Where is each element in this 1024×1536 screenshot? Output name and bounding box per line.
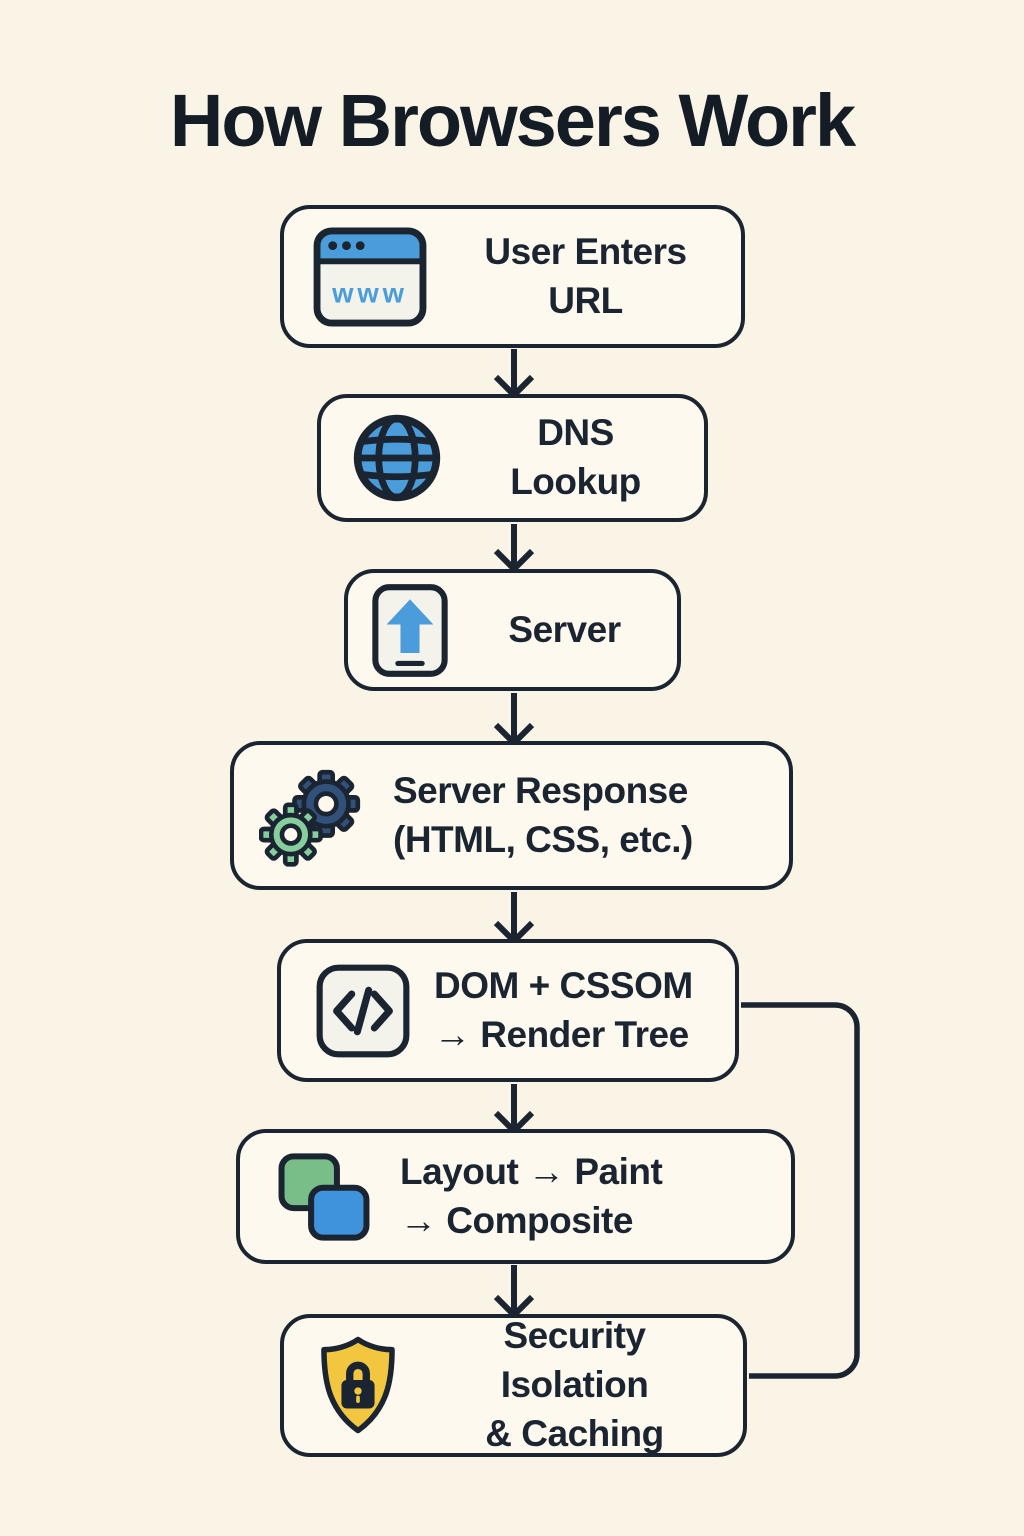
gears-icon [259, 762, 371, 869]
page-title: How Browsers Work [169, 79, 856, 162]
flow-arrow [493, 524, 535, 574]
flow-arrow [493, 1265, 535, 1320]
layers-icon [274, 1149, 374, 1245]
step-box-dom-cssom-render-tree: DOM + CSSOM → Render Tree [277, 939, 739, 1082]
step-label: Server Response (HTML, CSS, etc.) [393, 769, 693, 860]
step-box-user-enters-url: www User Enters URL [280, 205, 745, 348]
step-label: DOM + CSSOM → Render Tree [434, 964, 693, 1055]
shield-lock-icon [312, 1334, 404, 1437]
globe-icon [349, 410, 445, 506]
step-label: Server [508, 608, 621, 650]
code-icon [314, 962, 412, 1060]
step-label: Layout → Paint → Composite [400, 1150, 663, 1241]
step-box-server-response: Server Response (HTML, CSS, etc.) [230, 741, 793, 890]
upload-icon [370, 582, 450, 679]
browser-www-icon: www [312, 226, 428, 328]
flow-arrow [493, 693, 535, 748]
step-box-dns-lookup: DNS Lookup [317, 394, 708, 522]
step-label: Security Isolation & Caching [485, 1315, 664, 1454]
svg-text:www: www [331, 277, 408, 308]
step-label: DNS Lookup [510, 412, 641, 502]
bypass-connector [741, 1002, 860, 1379]
flow-arrow [493, 349, 535, 400]
step-box-security-isolation-caching: Security Isolation & Caching [280, 1314, 747, 1457]
flow-arrow [493, 1084, 535, 1136]
flow-arrow [493, 892, 535, 946]
step-label: User Enters URL [484, 230, 687, 321]
step-box-server: Server [344, 569, 681, 691]
step-box-layout-paint-composite: Layout → Paint → Composite [236, 1129, 795, 1264]
